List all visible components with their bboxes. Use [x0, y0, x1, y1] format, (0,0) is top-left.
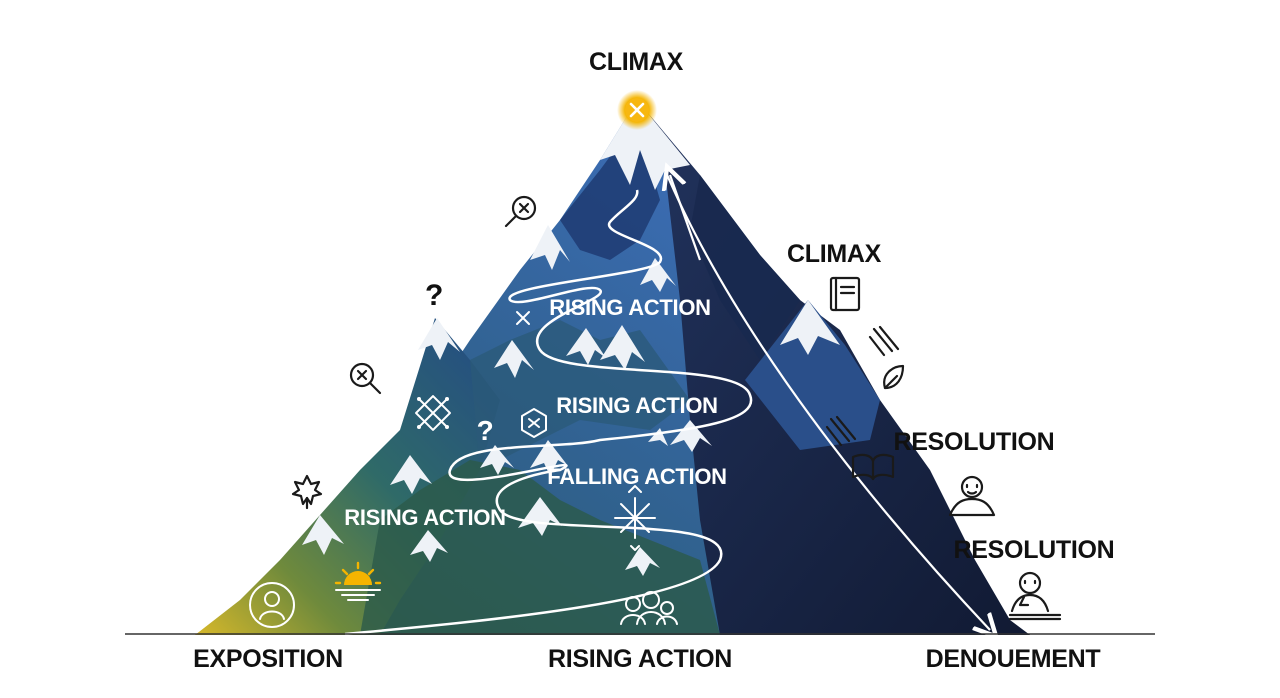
- falling-streaks-icon: [868, 325, 900, 357]
- magnifier-x-icon: [349, 362, 382, 395]
- snowcap-10: [480, 445, 514, 475]
- family-icon: [620, 591, 678, 625]
- snowcap-5: [566, 328, 606, 365]
- snowcap-16: [625, 547, 660, 576]
- mountain-right-peak: [745, 300, 880, 450]
- thinking-person-icon: [1008, 571, 1062, 621]
- snowcap-2: [418, 318, 460, 360]
- falling-streaks-icon: [825, 415, 857, 447]
- crossed-tools-icon: [516, 311, 530, 325]
- maple-leaf-icon: [291, 474, 323, 510]
- label-climax-top: CLIMAX: [589, 48, 684, 76]
- label-rising-action-2: RISING ACTION: [556, 393, 718, 418]
- label-exposition: EXPOSITION: [193, 645, 343, 673]
- label-climax-right: CLIMAX: [787, 240, 882, 268]
- snowcap-9: [648, 428, 668, 446]
- snowcap-15: [410, 530, 448, 562]
- question-mark-icon: ?: [425, 279, 443, 312]
- snowcap-4: [494, 340, 534, 378]
- mountain-shade-2: [360, 460, 720, 635]
- label-falling-action: FALLING ACTION: [547, 464, 727, 489]
- label-resolution-1: RESOLUTION: [894, 428, 1055, 456]
- snowcap-3: [640, 258, 676, 292]
- hexagon-tools-icon: [521, 408, 547, 438]
- open-book-icon: [851, 453, 895, 481]
- snowcap-7: [780, 300, 840, 355]
- mountain-shade-4: [690, 175, 800, 360]
- snowcap-11: [530, 440, 568, 476]
- falling-arrow: [663, 169, 990, 630]
- label-rising-action-3: RISING ACTION: [344, 505, 506, 530]
- sunrise-icon: [334, 561, 382, 601]
- book-icon: [829, 276, 861, 312]
- snowcap-14: [302, 515, 344, 555]
- compass-rose-icon: [614, 485, 656, 551]
- label-rising-action-bottom: RISING ACTION: [548, 645, 732, 673]
- person-bust-icon: [948, 475, 996, 517]
- compass-icon: [415, 395, 451, 431]
- question-mark-icon: ?: [477, 415, 494, 446]
- rising-arrow-tip: [670, 175, 702, 261]
- label-resolution-2: RESOLUTION: [954, 536, 1115, 564]
- magnifier-x-icon: [504, 195, 537, 228]
- snowcap-1: [530, 225, 570, 270]
- snowcap-6: [600, 325, 645, 370]
- person-silhouette-icon: [249, 582, 295, 628]
- label-denouement: DENOUEMENT: [926, 645, 1101, 673]
- climax-star-icon: [617, 90, 657, 130]
- snowcap-12: [390, 455, 432, 494]
- snowcap-13: [518, 497, 562, 536]
- story-path: [344, 189, 753, 636]
- label-rising-action-1: RISING ACTION: [549, 295, 711, 320]
- snowcap-8: [670, 420, 712, 452]
- mountain: [195, 100, 1030, 635]
- leaf-icon: [883, 364, 905, 390]
